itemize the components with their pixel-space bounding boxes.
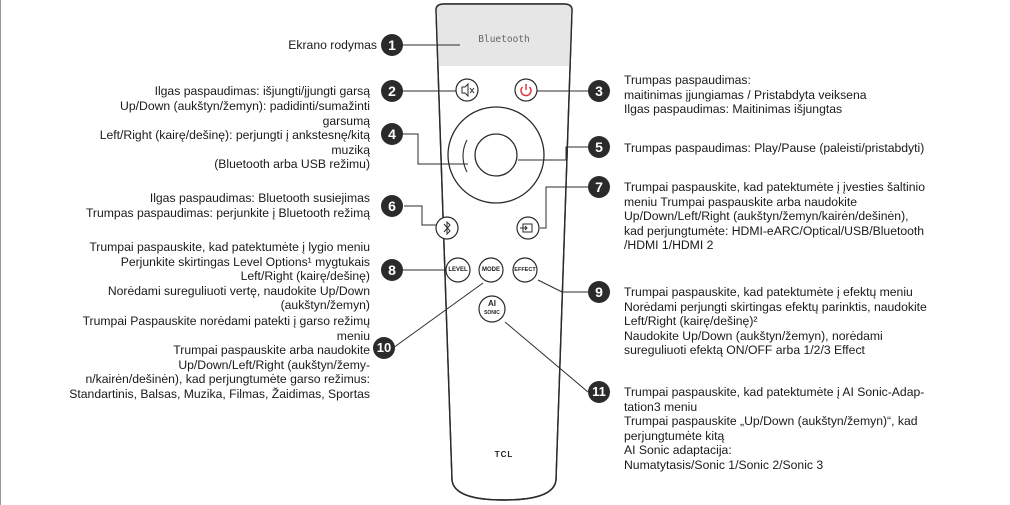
callout-badge-1: 1 — [381, 34, 403, 56]
callout-badge-10: 10 — [373, 337, 395, 359]
ai-label-top: AI — [488, 299, 496, 308]
callout-badge-3: 3 — [588, 80, 610, 102]
callout-badge-11: 11 — [588, 381, 610, 403]
callout-badge-8: 8 — [381, 259, 403, 281]
callout-badge-5: 5 — [588, 136, 610, 158]
mode-button — [478, 257, 504, 283]
ai-label-bottom: SONIC — [484, 310, 500, 316]
callout-text-4: Up/Down (aukštyn/žemyn): padidinti/sumaž… — [99, 99, 370, 172]
remote-body — [435, 3, 573, 501]
callout-text-7: Trumpai paspauskite, kad patektumėte į į… — [624, 180, 925, 253]
source-button — [516, 216, 540, 240]
callout-badge-6: 6 — [381, 195, 403, 217]
callout-text-5: Trumpas paspaudimas: Play/Pause (paleist… — [624, 141, 925, 155]
callout-text-2: Ilgas paspaudimas: išjungti/įjungti gars… — [154, 84, 370, 98]
callout-badge-4: 4 — [381, 123, 403, 145]
leader-lines — [392, 44, 589, 393]
mute-icon — [461, 82, 469, 98]
level-button-label: LEVEL — [448, 267, 468, 273]
callout-text-10: Trumpai Paspauskite norėdami patekti į g… — [69, 314, 370, 401]
mode-button-label: MODE — [482, 267, 500, 273]
mute-button — [455, 78, 479, 102]
callout-badge-2: 2 — [381, 80, 403, 102]
ai-sonic-button — [478, 295, 506, 323]
callout-text-6: Ilgas paspaudimas: Bluetooth susiejimas … — [85, 191, 370, 220]
effect-button-label: EFFECT — [514, 267, 536, 273]
power-icon — [520, 86, 532, 97]
page-border — [0, 0, 1, 505]
callout-badge-7: 7 — [588, 176, 610, 198]
callout-badge-9: 9 — [588, 281, 610, 303]
play-pause-button — [474, 133, 518, 177]
callout-text-11: Trumpai paspauskite, kad patektumėte į A… — [624, 385, 925, 472]
brand-logo: TCL — [494, 450, 514, 459]
effect-button — [512, 257, 538, 283]
bluetooth-icon — [443, 220, 451, 236]
remote-display — [436, 4, 572, 66]
callout-text-1: Ekrano rodymas — [288, 38, 377, 52]
callout-text-3: Trumpas paspaudimas: maitinimas įjungiam… — [624, 73, 867, 117]
callout-text-8: Trumpai paspauskite, kad patektumėte į l… — [89, 240, 370, 313]
callout-text-9: Trumpai paspauskite, kad patektumėte į e… — [624, 285, 927, 358]
display-text: Bluetooth — [478, 34, 530, 45]
